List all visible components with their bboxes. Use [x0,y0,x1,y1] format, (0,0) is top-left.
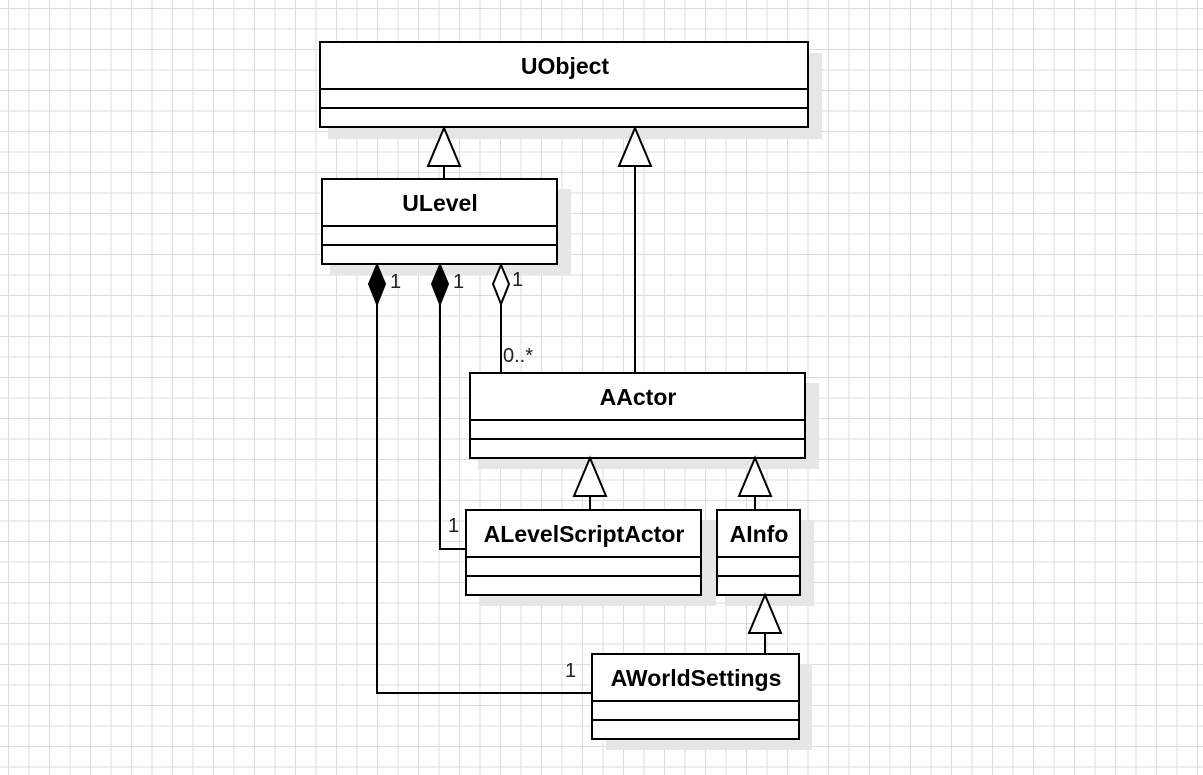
class-ulevel-name: ULevel [402,190,477,216]
class-aactor-name: AActor [600,384,677,410]
class-ainfo[interactable]: AInfo [716,509,814,606]
inheritance-aworldsettings-ainfo [747,592,783,654]
class-aactor-box [469,372,806,459]
class-aactor[interactable]: AActor [469,372,819,469]
class-alevelscriptactor[interactable]: ALevelScriptActor [465,509,716,606]
class-ulevel-box [321,178,558,265]
multiplicity-ulevel-worldsettings: 1 [390,271,401,293]
inheritance-ainfo-aactor [737,455,773,510]
class-alevelscriptactor-box [465,509,702,596]
composition-ulevel-alevelscriptactor-line [439,304,466,550]
inheritance-ulevel-uobject-arrowhead [426,125,462,167]
class-ainfo-name: AInfo [730,521,789,547]
multiplicity-actors-many: 0..* [503,345,533,367]
class-aworldsettings[interactable]: AWorldSettings [591,653,812,750]
class-uobject[interactable]: UObject [319,41,822,139]
class-alevelscriptactor-name: ALevelScriptActor [484,521,685,547]
class-uobject-name: UObject [521,53,610,79]
class-aworldsettings-name: AWorldSettings [611,665,782,691]
multiplicity-ulevel-actors: 1 [512,269,523,291]
inheritance-ainfo-aactor-arrowhead [737,455,773,497]
inheritance-alevelscriptactor-aactor-arrowhead [572,455,608,497]
inheritance-ulevel-uobject [426,125,462,179]
inheritance-aworldsettings-ainfo-arrowhead [747,592,783,634]
multiplicity-ulevel-levelscript: 1 [453,271,464,293]
aggregation-ulevel-aactor [491,262,511,373]
class-aworldsettings-box [591,653,800,740]
inheritance-alevelscriptactor-aactor [572,455,608,510]
class-ainfo-box [716,509,801,596]
class-uobject-box [319,41,809,128]
composition-ulevel-aworldsettings [367,262,592,694]
composition-ulevel-aworldsettings-line [376,304,592,694]
composition-ulevel-alevelscriptactor [430,262,466,550]
class-ulevel[interactable]: ULevel [321,178,571,275]
multiplicity-worldsettings-end: 1 [565,660,576,682]
inheritance-aactor-uobject [617,125,653,373]
multiplicity-levelscript-end: 1 [448,515,459,537]
inheritance-aactor-uobject-arrowhead [617,125,653,167]
